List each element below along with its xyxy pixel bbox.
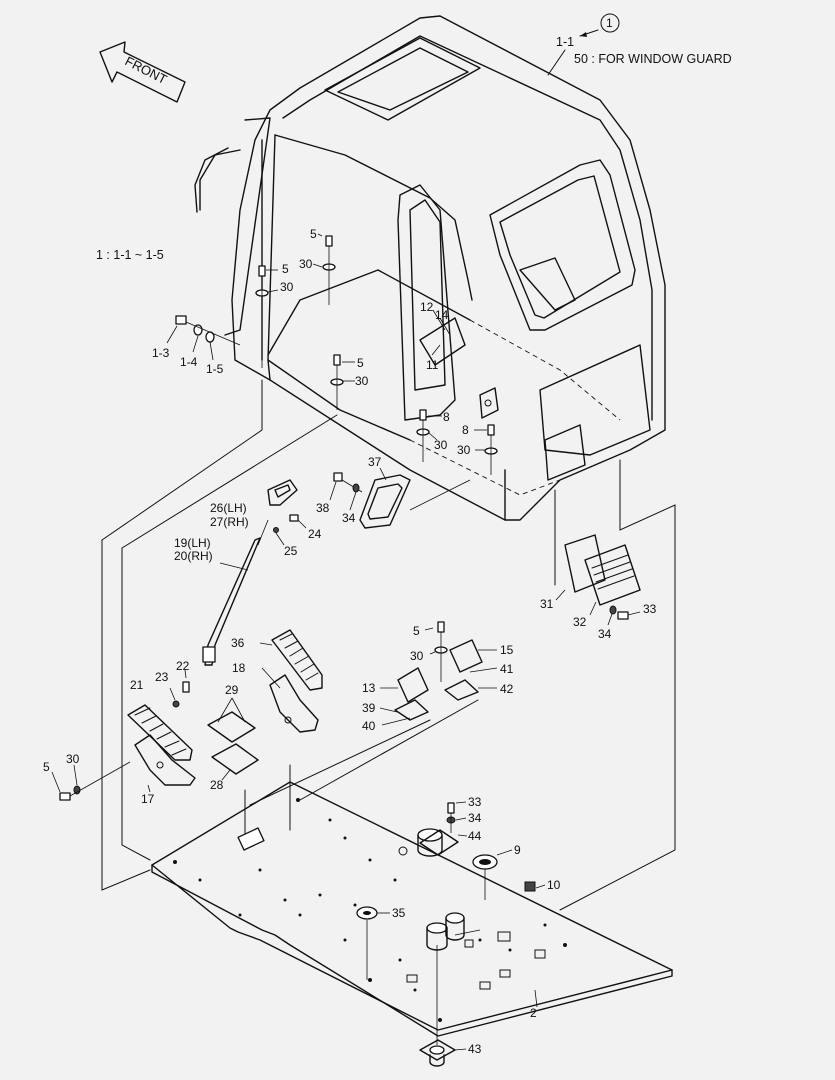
part-label: 34	[598, 627, 612, 641]
cab-fasteners	[166, 233, 498, 475]
part-label: 30	[66, 752, 80, 766]
part-label: 37	[368, 455, 382, 469]
header-notes: 1 1-1 50 : FOR WINDOW GUARD 1 : 1-1 ~ 1-…	[96, 13, 732, 262]
floor-fasteners	[366, 801, 546, 1067]
part-label: 41	[500, 662, 514, 676]
part-label: 12	[420, 300, 434, 314]
part-label: 1-3	[152, 346, 170, 360]
part-label: 5	[310, 227, 317, 241]
ref-1-1: 1-1	[556, 35, 574, 49]
part-label: 43	[468, 1042, 482, 1056]
part-label: 15	[500, 643, 514, 657]
part-label: 33	[643, 602, 657, 616]
part-label: 13	[362, 681, 376, 695]
part-label: 35	[392, 906, 406, 920]
part-label: 24	[308, 527, 322, 541]
part-label: 25	[284, 544, 298, 558]
window-guard-note: 50 : FOR WINDOW GUARD	[574, 52, 732, 66]
part-label: 44	[468, 829, 482, 843]
part-labels: 5 30 5 30 1-3 1-4 1-5 5 30 12 14 11 8 30…	[43, 227, 657, 1056]
part-label: 19(LH)	[174, 536, 211, 550]
part-label: 30	[457, 443, 471, 457]
part-label: 33	[468, 795, 482, 809]
front-label: FRONT	[123, 53, 170, 87]
part-label: 14	[435, 308, 449, 322]
circle-ref: 1	[606, 16, 613, 30]
part-label: 36	[231, 636, 245, 650]
part-label: 31	[540, 597, 554, 611]
part-label: 22	[176, 659, 190, 673]
part-label: 34	[342, 511, 356, 525]
part-label: 39	[362, 701, 376, 715]
part-label: 21	[130, 678, 144, 692]
floor-plate	[151, 781, 673, 1037]
part-label: 5	[357, 356, 364, 370]
part-label: 8	[443, 410, 450, 424]
part-label: 34	[468, 811, 482, 825]
part-label: 10	[547, 878, 561, 892]
part-label: 30	[280, 280, 294, 294]
part-label: 38	[316, 501, 330, 515]
part-label: 17	[141, 792, 155, 806]
part-label: 30	[410, 649, 424, 663]
part-label: 23	[155, 670, 169, 684]
part-label: 11	[426, 358, 439, 372]
part-label: 1-4	[180, 355, 198, 369]
part-label: 18	[232, 661, 246, 675]
part-label: 5	[43, 760, 50, 774]
part-label: 9	[514, 843, 521, 857]
mid-parts	[51, 467, 641, 801]
part-label: 5	[282, 262, 289, 276]
part-label: 29	[225, 683, 239, 697]
cab-body	[194, 15, 666, 521]
part-label: 26(LH)	[210, 501, 247, 515]
range-note: 1 : 1-1 ~ 1-5	[96, 248, 164, 262]
part-label: 5	[413, 624, 420, 638]
part-label: 40	[362, 719, 376, 733]
part-label: 1-5	[206, 362, 224, 376]
part-label: 32	[573, 615, 587, 629]
front-arrow: FRONT	[99, 41, 186, 103]
part-label: 8	[462, 423, 469, 437]
part-label: 42	[500, 682, 514, 696]
part-label: 2	[530, 1006, 537, 1020]
part-label: 30	[299, 257, 313, 271]
part-label: 30	[355, 374, 369, 388]
part-label: 20(RH)	[174, 549, 213, 563]
part-label: 30	[434, 438, 448, 452]
part-label: 28	[210, 778, 224, 792]
part-label: 27(RH)	[210, 515, 249, 529]
alignment-lines	[101, 379, 676, 911]
